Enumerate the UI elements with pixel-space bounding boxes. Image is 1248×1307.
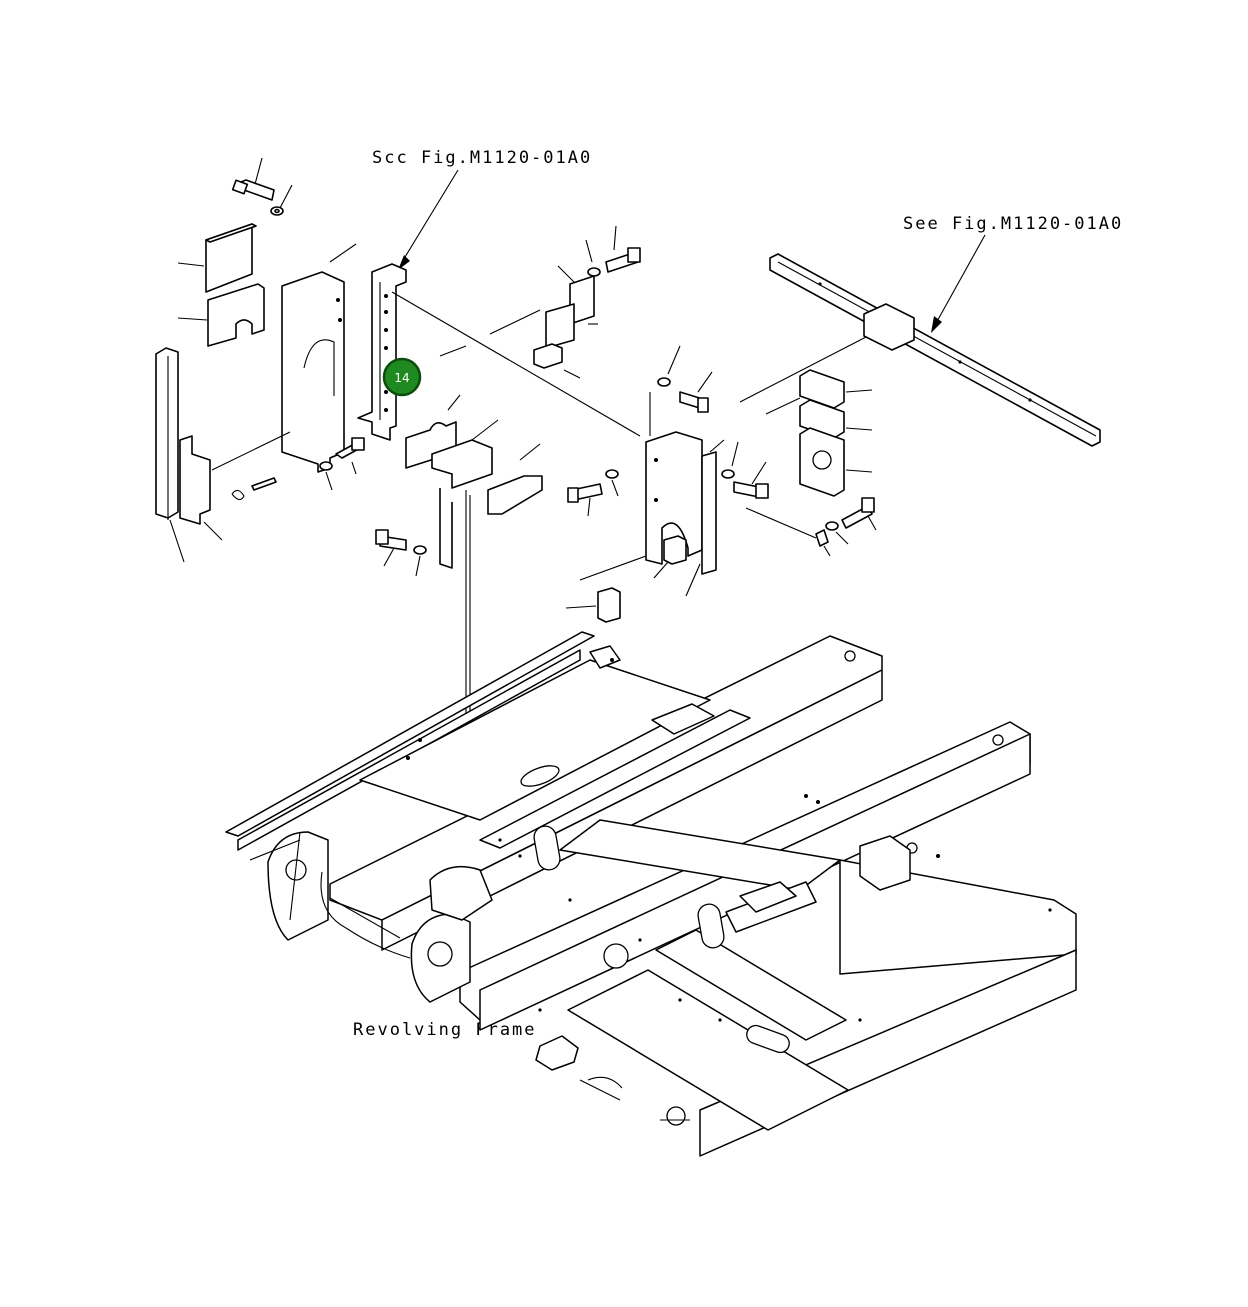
notched-block-right [799,427,873,497]
notched-shim [177,283,265,347]
bolt-top-left [231,157,275,201]
curved-spacer [405,394,461,469]
long-rail [769,253,1101,447]
leader-line-diagonal [391,291,641,437]
callout-badge-circle[interactable] [382,357,422,397]
clip-lower-right [815,529,831,557]
leader-line-right-short [765,397,801,415]
washer-right-mid [721,441,739,479]
washer-top-center-right [585,239,601,277]
vertical-bar-long [155,347,185,563]
bolt-mid-left [335,437,365,475]
washer-mid-left [319,461,333,491]
side-panel-right [645,392,725,597]
l-block-lower [565,555,647,623]
callout-badge-14[interactable]: 14 [382,357,422,397]
washer-right-upper [657,345,681,387]
see-fig-label-left: Scc Fig.M1120-01A0 [372,148,592,168]
bolt-center-mid [567,483,603,517]
washer-center-lower [413,545,427,577]
bolt-center-lower [375,529,407,567]
callout-arrow-left [398,169,459,270]
vertical-bracket [357,263,407,441]
bolt-right-upper [679,371,713,413]
washer-center-mid [605,469,619,497]
leader-line-short [489,309,541,335]
leader-line-short-2 [439,345,467,357]
washer-lower-right [825,521,849,545]
wedge-block [487,443,543,515]
small-block-right [653,535,687,579]
pad-plate [177,223,257,293]
shim-block-top-right [799,369,873,409]
washer-top-left [270,184,293,216]
spring-pin-left [231,477,277,501]
see-fig-label-right: See Fig.M1120-01A0 [903,214,1123,234]
side-panel-large [211,243,357,473]
bolt-lower-right [841,497,877,531]
bolt-top-center-right [605,225,641,273]
leader-line-right-diagonal [739,335,869,403]
angle-bracket-center [431,419,499,569]
revolving-frame-label: Revolving Frame [353,1020,537,1040]
callout-arrow-right [931,234,986,333]
bracket-plate-small [179,435,223,541]
bolt-right-mid [733,461,769,499]
revolving-frame [225,631,1077,1157]
leader-line-right-lower [745,507,817,539]
upper-bracket-right [533,265,598,379]
